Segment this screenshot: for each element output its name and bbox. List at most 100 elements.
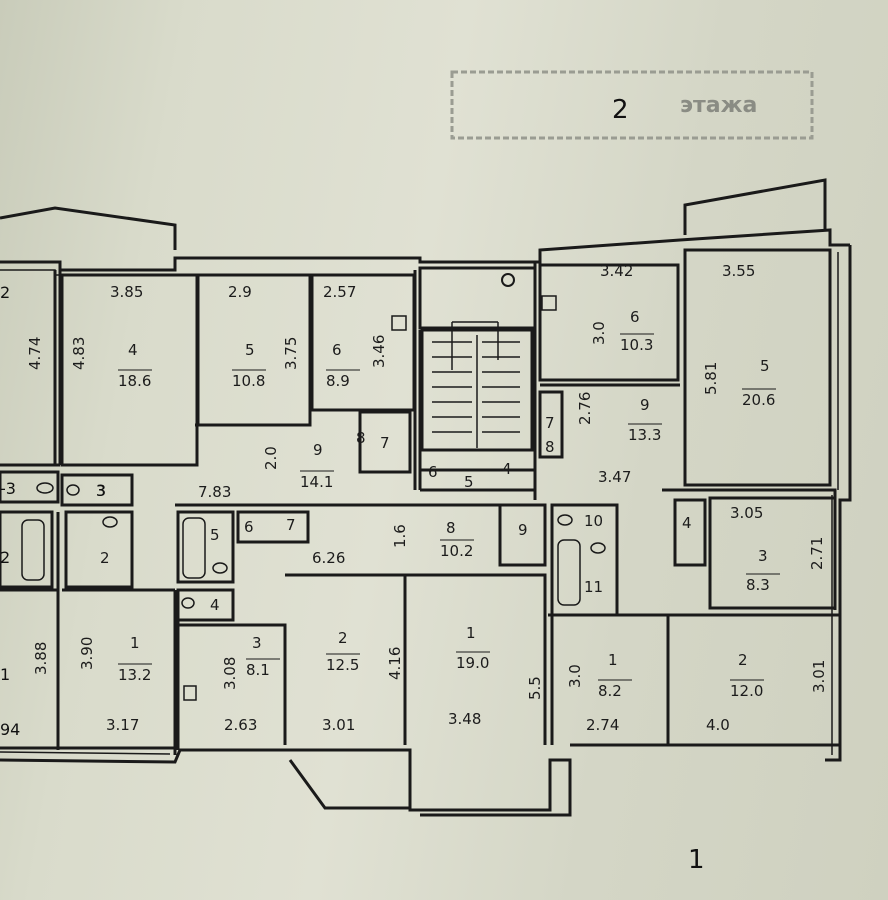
- room-right-7: 7: [545, 414, 555, 432]
- room-area: 12.5: [326, 656, 359, 674]
- room-right-5: 5 20.6 3.55 5.81: [702, 262, 776, 409]
- bottom-mark: 1: [688, 845, 705, 875]
- room-area: 8.2: [598, 682, 622, 700]
- floor-number: 2: [612, 95, 629, 125]
- room-left-a-9: 914.17.832.0: [198, 441, 334, 501]
- room-area: 8.9: [326, 372, 350, 390]
- room-left-a-6: 68.92.573.46: [323, 283, 388, 390]
- room-area: 8.3: [746, 576, 770, 594]
- room-stair-4: 4: [502, 460, 512, 478]
- room-dimension: 2.76: [576, 392, 594, 425]
- room-dimension: 2.71: [808, 537, 826, 570]
- room-left-a-3: 3: [96, 482, 106, 500]
- room-dimension: 3.48: [448, 710, 481, 728]
- room-right-6: 610.33.423.0: [590, 262, 654, 354]
- room-dimension: 3.90: [78, 637, 96, 670]
- room-dimension: 3.0: [566, 664, 584, 688]
- room-mid-7: 7: [286, 516, 296, 534]
- floor-stamp: 2 этажа: [450, 70, 814, 140]
- room-left-a-2: 2: [100, 549, 110, 567]
- walls: [0, 178, 852, 817]
- room-number: 7: [545, 414, 555, 432]
- room-number: 5: [464, 473, 474, 491]
- room-number: 5: [210, 526, 220, 544]
- room-area: 20.6: [742, 391, 775, 409]
- room-dimension: 7.83: [198, 483, 231, 501]
- room-number: 4: [502, 460, 512, 478]
- room-area: 12.0: [730, 682, 763, 700]
- room-dimension: 3.55: [722, 262, 755, 280]
- chute-icon: [501, 273, 515, 287]
- room-dimension: 2.74: [586, 716, 619, 734]
- room-right-11: 11: [584, 578, 603, 596]
- room-area: 13.2: [118, 666, 151, 684]
- room-dimension: 3.01: [322, 716, 355, 734]
- room-left-edge-b: 3.88: [32, 642, 50, 675]
- room-number: 4: [128, 341, 138, 359]
- room-mid-8: 8 10.2 6.26 1.6: [312, 519, 474, 567]
- room-dimension: 3.05: [730, 504, 763, 522]
- floor-word: этажа: [680, 93, 757, 118]
- fixtures: [21, 295, 606, 701]
- room-mid-3: 38.13.082.63: [221, 634, 280, 734]
- room-number: 1: [608, 651, 618, 669]
- room-number: 1: [466, 624, 476, 642]
- room-dimension: 4.0: [706, 716, 730, 734]
- room-dimension: 3.08: [221, 657, 239, 690]
- room-number: 6: [332, 341, 342, 359]
- room-number: 8: [446, 519, 456, 537]
- room-left-a-7: 7: [380, 434, 390, 452]
- room-number: 9: [313, 441, 323, 459]
- room-number: 2: [100, 549, 110, 567]
- room-number: 11: [584, 578, 603, 596]
- room-number: 3: [252, 634, 262, 652]
- edge-label: 94: [0, 720, 20, 739]
- room-area: 10.2: [440, 542, 473, 560]
- room-right-1: 1 8.2 3.0 2.74: [566, 651, 632, 734]
- room-mid-5: 5: [210, 526, 220, 544]
- room-right-10: 10: [584, 512, 603, 530]
- room-number: 2: [738, 651, 748, 669]
- edge-label: 2: [0, 283, 10, 302]
- room-left-a-8: 8: [356, 429, 366, 447]
- room-mid-4: 4: [210, 596, 220, 614]
- room-dimension: 3.47: [598, 468, 631, 486]
- room-number: 7: [380, 434, 390, 452]
- room-mid-9: 9: [518, 521, 528, 539]
- room-dimension: 2.0: [262, 446, 280, 470]
- wall-outlines: [0, 252, 839, 755]
- room-dimension: 1.6: [391, 524, 409, 548]
- room-area: 8.1: [246, 661, 270, 679]
- room-number: 6: [244, 518, 254, 536]
- room-number: 6: [630, 308, 640, 326]
- room-dimension: 2.9: [228, 283, 252, 301]
- edge-label: -3: [0, 479, 16, 498]
- room-dimension: 5.81: [702, 362, 720, 395]
- room-number: 8: [356, 429, 366, 447]
- room-dimension: 4.74: [26, 337, 44, 370]
- room-number: 5: [760, 357, 770, 375]
- room-area: 19.0: [456, 654, 489, 672]
- room-right-8: 8: [545, 438, 555, 456]
- room-dimension: 6.26: [312, 549, 345, 567]
- room-number: 9: [518, 521, 528, 539]
- room-number: 1: [130, 634, 140, 652]
- room-number: 2: [338, 629, 348, 647]
- room-right-9: 913.32.763.47: [576, 392, 662, 486]
- room-left-a-5: 510.82.93.75: [228, 283, 300, 390]
- room-dimension: 3.17: [106, 716, 139, 734]
- edge-label: 2: [0, 548, 10, 567]
- room-dimension: 3.0: [590, 321, 608, 345]
- room-left-a-4: 418.63.854.83: [70, 283, 152, 390]
- edge-label: 1: [0, 665, 10, 684]
- room-mid-1: 119.05.53.48: [448, 624, 544, 728]
- room-area: 13.3: [628, 426, 661, 444]
- room-area: 10.3: [620, 336, 653, 354]
- stair-treads: [432, 321, 520, 448]
- room-mid-6: 6: [244, 518, 254, 536]
